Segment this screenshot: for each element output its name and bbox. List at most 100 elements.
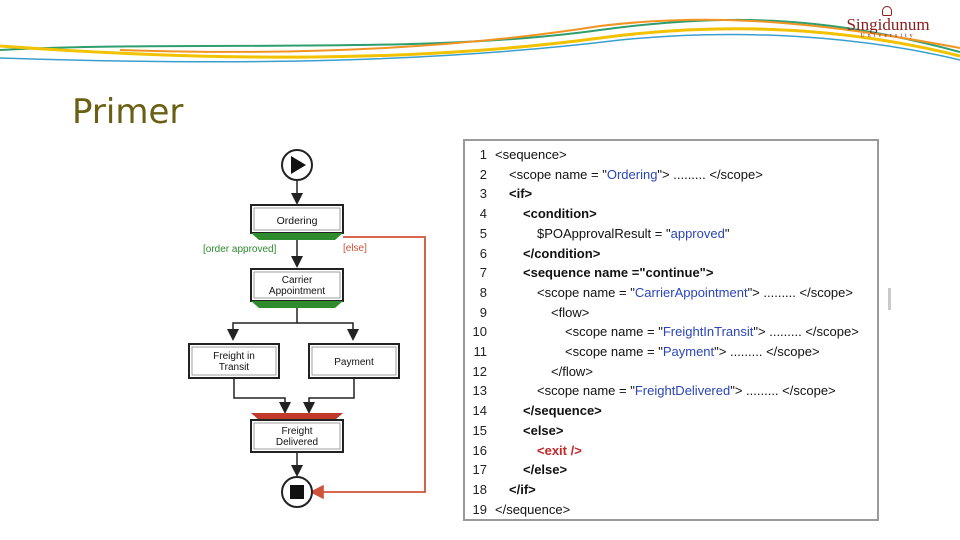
line-number: 4 [479, 206, 487, 222]
code-line: 12 </flow> [465, 362, 593, 382]
line-number: 10 [472, 324, 487, 340]
code-token: <scope name = " [537, 284, 635, 300]
line-number: 14 [472, 403, 487, 419]
process-flow-diagram: Ordering [order approved] [else] Carrier… [188, 149, 426, 508]
line-number: 2 [479, 166, 487, 182]
line-number: 19 [472, 501, 487, 517]
code-line: 14 </sequence> [465, 401, 602, 421]
code-text: </flow> [495, 364, 593, 379]
logo-subtitle: University [860, 33, 916, 39]
line-number: 12 [472, 363, 487, 379]
bpel-code-listing: 1<sequence>2<scope name = "Ordering"> ..… [463, 139, 879, 521]
else-edge [309, 236, 426, 500]
code-token: " [724, 225, 730, 241]
code-line: 8<scope name = "CarrierAppointment"> ...… [465, 283, 853, 303]
line-number: 5 [479, 225, 487, 241]
code-text: </condition> [495, 246, 600, 261]
code-line: 17 </else> [465, 460, 568, 480]
wave-orange [119, 18, 960, 53]
code-token: $POApprovalResult = " [537, 225, 671, 241]
code-string: approved [670, 225, 725, 241]
code-token: <scope name = " [509, 166, 607, 182]
stop-icon [290, 485, 304, 499]
code-token: </condition> [523, 245, 601, 261]
code-token: "> ......... </scope> [714, 344, 820, 359]
code-line: 4 <condition> [465, 204, 597, 224]
payment-node: Payment [308, 343, 400, 379]
code-line: 7<sequence name ="continue"> [465, 263, 714, 283]
code-token: <sequence> [495, 147, 567, 162]
slide-title: Primer [72, 92, 184, 132]
delivered-label-line1: Freight [281, 426, 312, 437]
code-string: Ordering [606, 166, 658, 182]
code-token: <scope name = " [565, 344, 663, 359]
code-line: 10<scope name = "FreightInTransit"> ....… [465, 322, 859, 342]
freight-delivered-node: Freight Delivered [250, 413, 344, 453]
delivered-label-line2: Delivered [276, 437, 318, 448]
header-wave-decoration [0, 18, 960, 63]
code-token: "> ......... </scope> [657, 166, 763, 182]
edge-label-approved: [order approved] [203, 244, 277, 255]
code-line: 15<else> [465, 421, 564, 441]
code-line: 18 </if> [465, 480, 536, 500]
code-string: CarrierAppointment [634, 284, 748, 300]
payment-label: Payment [334, 357, 374, 368]
line-number: 6 [479, 245, 487, 261]
line-number: 11 [473, 344, 488, 359]
code-string: Payment [662, 344, 715, 359]
wave-yellow [0, 27, 960, 59]
code-token: </else> [523, 462, 568, 478]
ordering-split-bar [251, 233, 343, 240]
code-text: <scope name = "Payment"> ......... </sco… [495, 344, 820, 359]
carrier-label-line1: Carrier [282, 275, 313, 286]
carrier-appointment-node: Carrier Appointment [250, 268, 344, 308]
code-token: </sequence> [523, 403, 602, 419]
code-token: <else> [523, 422, 564, 438]
line-number: 17 [472, 462, 487, 478]
code-text: <else> [495, 423, 564, 438]
line-number: 9 [479, 304, 487, 320]
carrier-fork-bar [251, 301, 343, 308]
code-token: </flow> [551, 363, 593, 379]
freight-in-transit-node: Freight in Transit [188, 343, 280, 379]
code-string: FreightInTransit [662, 324, 754, 340]
transit-label-line1: Freight in [213, 351, 255, 362]
code-token: "> ......... </scope> [753, 324, 859, 340]
code-text: <scope name = "Ordering"> ......... </sc… [495, 167, 763, 182]
line-number: 13 [472, 383, 487, 399]
code-line: 19 </sequence> [465, 500, 571, 520]
start-node [281, 149, 313, 181]
wave-blue [0, 33, 960, 63]
divider-mark [888, 288, 891, 310]
code-line: 9 <flow> [465, 303, 590, 323]
code-text: $POApprovalResult = "approved" [495, 226, 729, 241]
carrier-label-line2: Appointment [269, 286, 325, 297]
edge-label-else: [else] [343, 243, 367, 254]
line-number: 18 [472, 481, 487, 497]
wave-green [0, 18, 960, 53]
ordering-node: Ordering [250, 204, 344, 240]
code-line: 2 <scope name = "Ordering"> ......... </s… [465, 165, 763, 185]
code-line: 13 <scope name = "FreightDelivered"> ....… [465, 381, 836, 401]
code-text: </sequence> [495, 403, 602, 418]
code-text: <condition> [495, 206, 597, 221]
code-text: <exit /> [495, 443, 582, 458]
code-string: FreightDelivered [634, 383, 731, 399]
code-text: </sequence> [495, 502, 570, 517]
code-text: <sequence> [495, 147, 567, 162]
code-text: <scope name = "FreightDelivered"> ......… [495, 383, 836, 398]
play-icon [291, 156, 306, 174]
end-node [281, 476, 313, 508]
code-text: </else> [495, 462, 567, 477]
code-token: <flow> [551, 304, 590, 320]
transit-label-line2: Transit [219, 362, 249, 373]
code-line: 11 <scope name = "Payment"> ......... </s… [465, 342, 820, 362]
code-token: </if> [509, 481, 536, 497]
code-line: 3<if> [465, 184, 532, 204]
code-token: "> ......... </scope> [730, 383, 836, 399]
code-line: 6 </condition> [465, 244, 601, 264]
line-number: 3 [479, 186, 487, 202]
code-token: <scope name = " [537, 383, 635, 399]
line-number: 1 [479, 147, 487, 162]
line-number: 7 [479, 265, 487, 281]
